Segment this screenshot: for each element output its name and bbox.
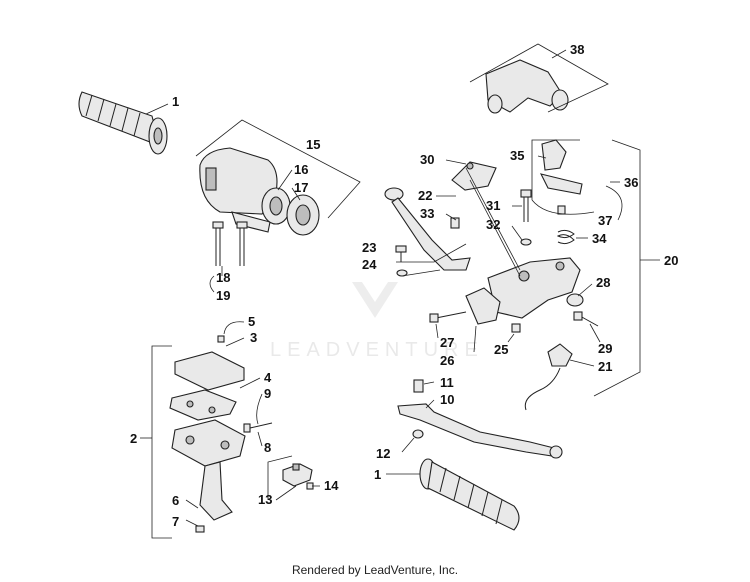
callout-7: 7 xyxy=(172,514,179,529)
callout-27: 27 xyxy=(440,335,454,350)
callout-36: 36 xyxy=(624,175,638,190)
master-cylinder-body xyxy=(429,257,584,333)
callout-38: 38 xyxy=(570,42,584,57)
housing-screws xyxy=(212,221,248,266)
callout-26: 26 xyxy=(440,353,454,368)
callout-22: 22 xyxy=(418,188,432,203)
lower-brake-lever xyxy=(397,379,563,459)
callout-34: 34 xyxy=(592,231,607,246)
callout-19: 19 xyxy=(216,288,230,303)
screw-29 xyxy=(573,311,599,327)
callout-12: 12 xyxy=(376,446,390,461)
callout-37: 37 xyxy=(598,213,612,228)
callout-14: 14 xyxy=(324,478,339,493)
callout-10: 10 xyxy=(440,392,454,407)
callout-16: 16 xyxy=(294,162,308,177)
callout-30: 30 xyxy=(420,152,434,167)
callout-31: 31 xyxy=(486,198,500,213)
bracket xyxy=(539,139,583,215)
callout-5: 5 xyxy=(248,314,255,329)
callout-labels: 1 1 2 3 4 5 6 7 8 9 10 11 12 13 14 15 16… xyxy=(130,42,678,529)
callout-13: 13 xyxy=(258,492,272,507)
kill-switch xyxy=(282,463,314,490)
callout-11: 11 xyxy=(440,375,454,390)
pivot-bolts xyxy=(450,189,532,246)
callout-25: 25 xyxy=(494,342,508,357)
callout-6: 6 xyxy=(172,493,179,508)
watermark-logo: LEADVENTURE xyxy=(270,282,484,361)
callout-33: 33 xyxy=(420,206,434,221)
throttle-housing-assembly xyxy=(199,147,320,236)
brake-light-switch xyxy=(524,343,573,411)
callout-28: 28 xyxy=(596,275,610,290)
spring xyxy=(556,229,575,245)
callout-2: 2 xyxy=(130,431,137,446)
callout-18: 18 xyxy=(216,270,230,285)
watermark-text: LEADVENTURE xyxy=(270,339,484,361)
callout-8: 8 xyxy=(264,440,271,455)
left-hand-grip xyxy=(78,91,168,155)
brake-lever xyxy=(384,187,471,271)
callout-3: 3 xyxy=(250,330,257,345)
leader-lines xyxy=(140,43,660,539)
callout-35: 35 xyxy=(510,148,524,163)
callout-1-top: 1 xyxy=(172,94,179,109)
callout-1-bottom: 1 xyxy=(374,467,381,482)
callout-24: 24 xyxy=(362,257,377,272)
adjuster-screw xyxy=(395,245,408,277)
callout-32: 32 xyxy=(486,217,500,232)
callout-9: 9 xyxy=(264,386,271,401)
mounting-bracket xyxy=(451,161,497,191)
callout-23: 23 xyxy=(362,240,376,255)
footer-credit: Rendered by LeadVenture, Inc. xyxy=(291,563,459,577)
callout-29: 29 xyxy=(598,341,612,356)
master-cylinder-cover xyxy=(485,59,569,114)
callout-15: 15 xyxy=(306,137,320,152)
switch-housing-assembly xyxy=(169,335,273,533)
callout-21: 21 xyxy=(598,359,612,374)
callout-17: 17 xyxy=(294,180,308,195)
callout-20: 20 xyxy=(664,253,678,268)
callout-4: 4 xyxy=(264,370,272,385)
right-hand-grip xyxy=(419,458,520,531)
